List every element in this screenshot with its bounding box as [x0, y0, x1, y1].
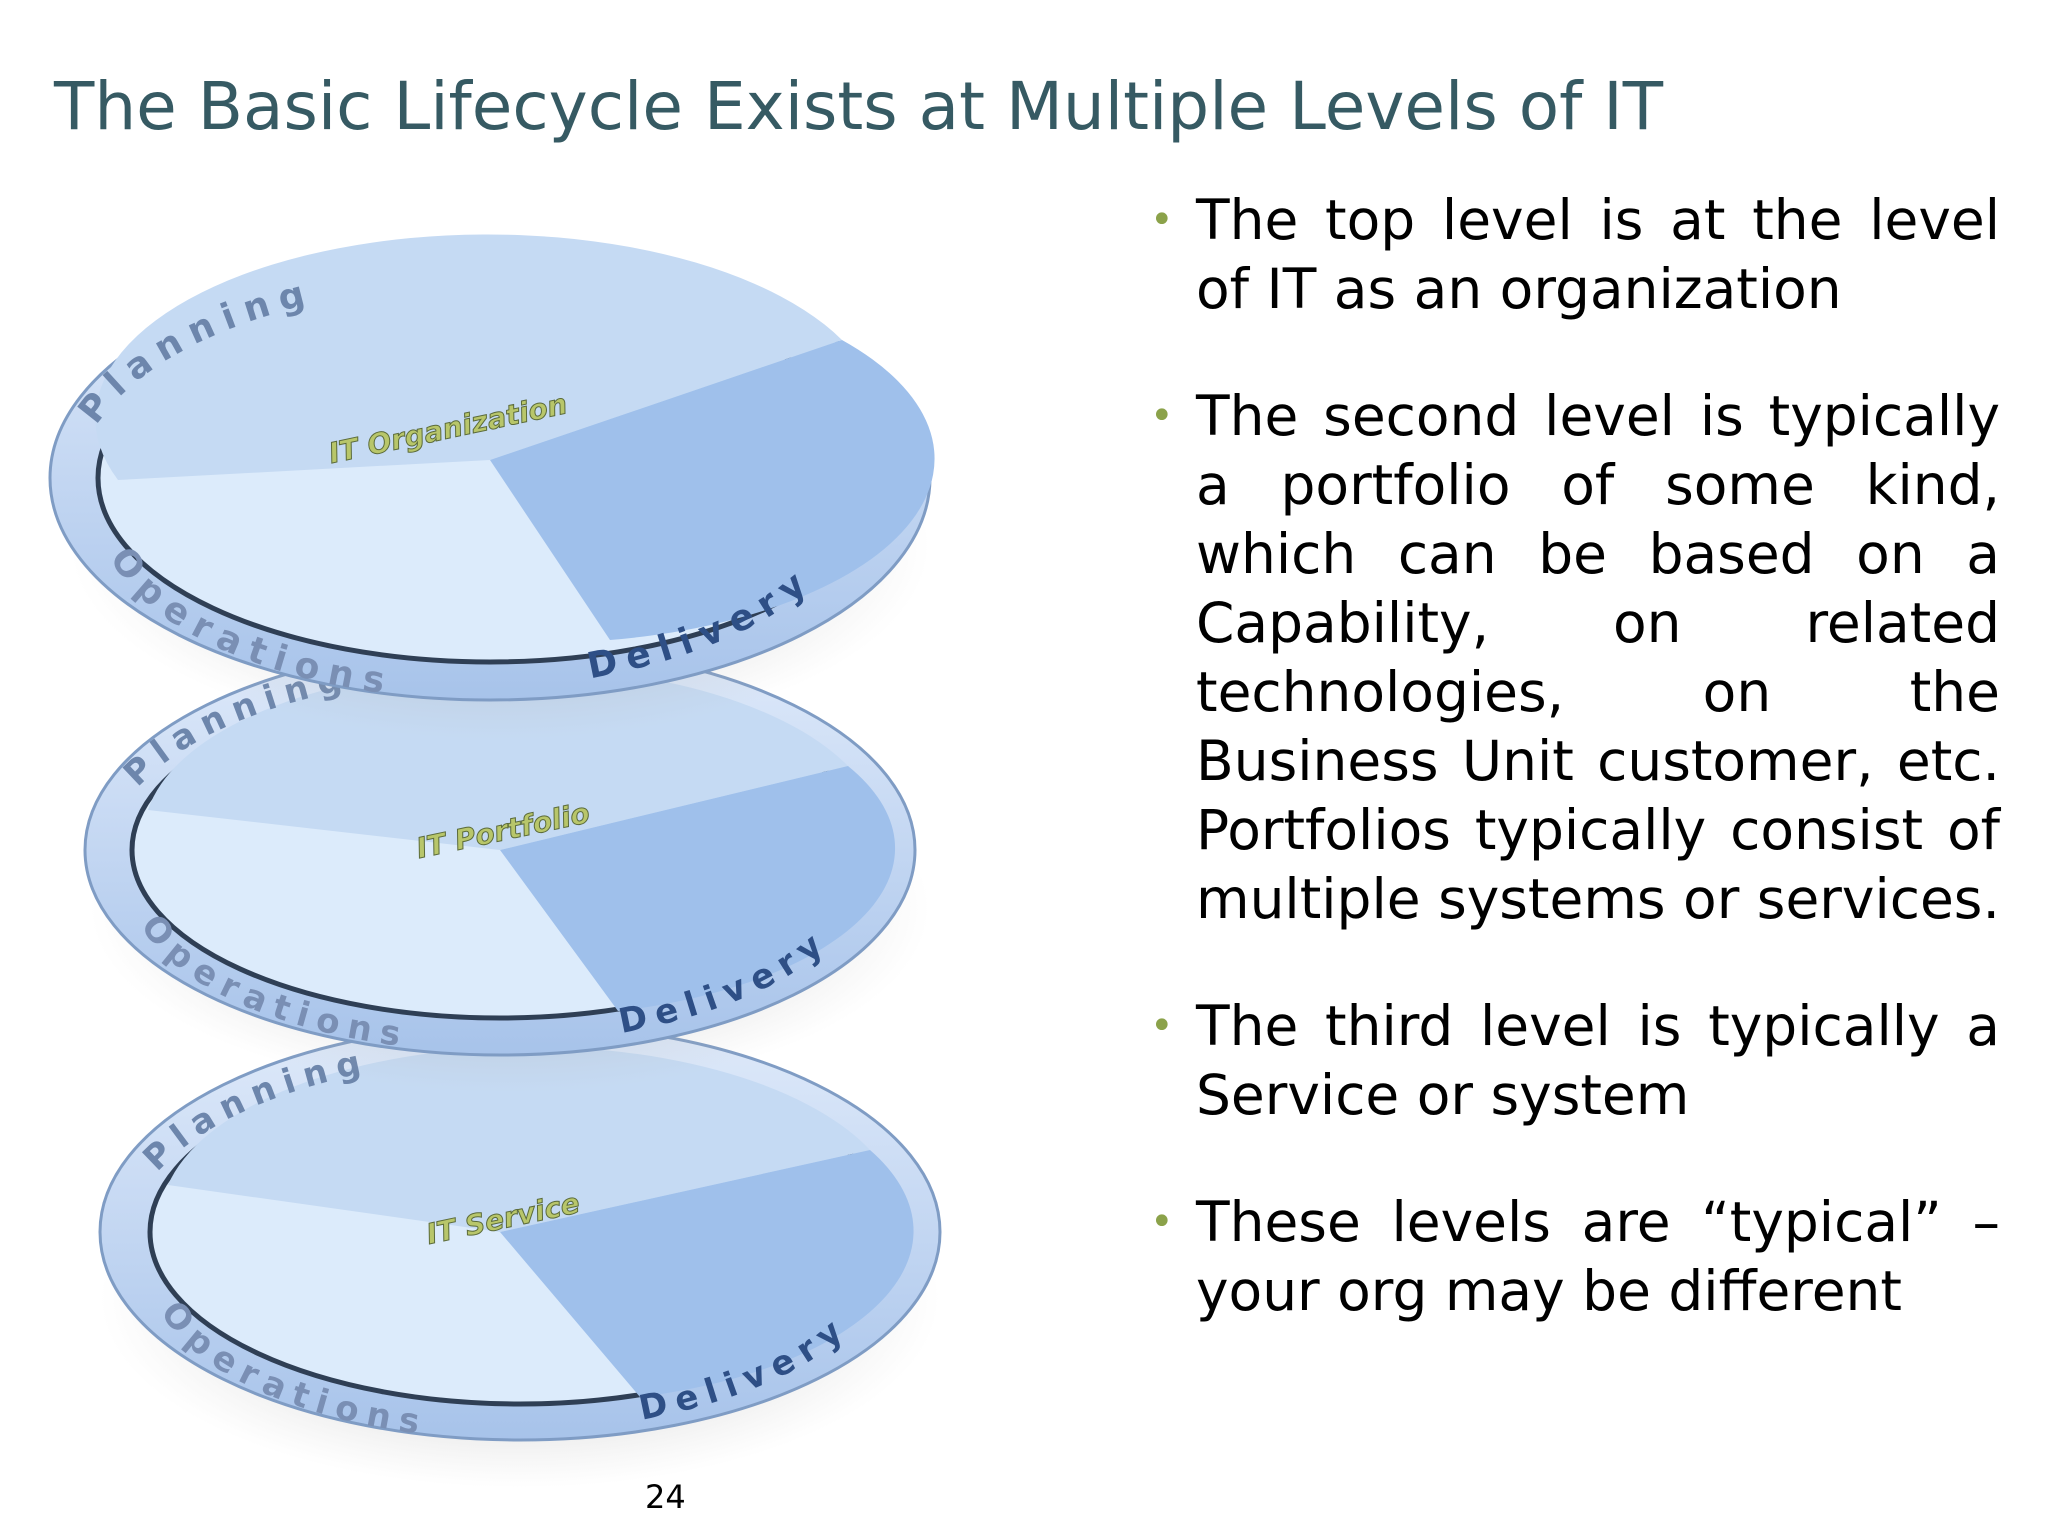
- lifecycle-ring-3: Planning Delivery Operations IT Service: [98, 1022, 942, 1488]
- bullet-text: These levels are “typical” – your org ma…: [1196, 1190, 2000, 1323]
- bullet-item: • The second level is typically a portfo…: [1150, 382, 2000, 934]
- bullet-text: The second level is typically a portfoli…: [1196, 384, 2000, 931]
- lifecycle-ring-1: Planning Delivery Operations IT Organiza…: [48, 234, 935, 740]
- bullet-dot-icon: •: [1150, 1199, 1174, 1245]
- bullet-dot-icon: •: [1150, 197, 1174, 243]
- bullet-dot-icon: •: [1150, 1003, 1174, 1049]
- bullet-text: The top level is at the level of IT as a…: [1196, 188, 2000, 321]
- lifecycle-diagram: Planning Delivery Operations IT Service …: [48, 234, 942, 1488]
- bullet-item: • The top level is at the level of IT as…: [1150, 186, 2000, 324]
- page-number: 24: [645, 1478, 686, 1516]
- lifecycle-ring-2: Planning Delivery Operations IT Portfoli…: [83, 643, 930, 1093]
- bullet-item: • The third level is typically a Service…: [1150, 992, 2000, 1130]
- bullet-item: • These levels are “typical” – your org …: [1150, 1188, 2000, 1326]
- bullet-dot-icon: •: [1150, 393, 1174, 439]
- bullet-list: • The top level is at the level of IT as…: [1150, 186, 2000, 1384]
- bullet-text: The third level is typically a Service o…: [1196, 994, 2000, 1127]
- slide-title: The Basic Lifecycle Exists at Multiple L…: [54, 68, 1664, 145]
